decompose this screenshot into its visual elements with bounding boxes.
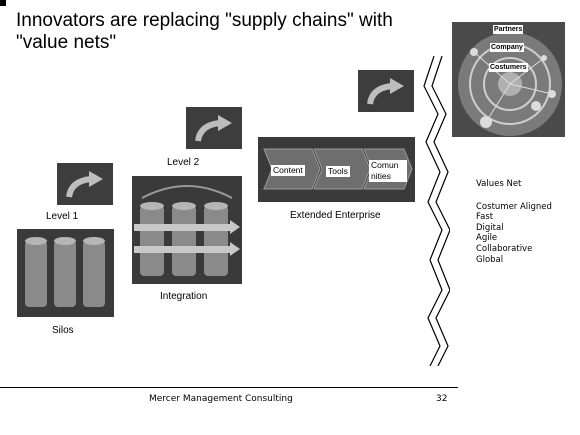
footer-company: Mercer Management Consulting [149, 394, 293, 404]
extended-enterprise-caption: Extended Enterprise [290, 210, 381, 221]
value-net-tile [452, 22, 565, 137]
level2-arrow-tile [186, 107, 242, 149]
values-net-item: Agile [476, 233, 498, 244]
footer-divider [0, 387, 458, 388]
values-net-item: Costumer Aligned [476, 201, 552, 212]
costumers-label: Costumers [489, 63, 528, 72]
silos-caption: Silos [52, 325, 74, 336]
chevron-communities-label: Comun nities [369, 160, 407, 182]
chevron-tools-label: Tools [326, 166, 350, 177]
partners-label: Partners [493, 25, 524, 34]
values-net-item: Collaborative [476, 243, 533, 254]
zigzag-divider [423, 56, 450, 366]
chevron-content-label: Content [271, 165, 305, 176]
values-net-item: Fast [476, 212, 494, 223]
curved-arrow-icon [195, 115, 232, 142]
integration-tile [132, 176, 242, 284]
values-net-list: Values Net Costumer Aligned Fast Digital… [476, 179, 552, 265]
curved-arrow-icon [66, 171, 103, 198]
company-label: Company [490, 43, 524, 52]
integration-cylinders-image [134, 185, 240, 276]
level3-arrow-tile [358, 70, 414, 112]
curved-arrow-icon [367, 78, 404, 105]
page-number: 32 [436, 394, 448, 404]
values-net-item: Global [476, 254, 504, 265]
level1-label: Level 1 [46, 211, 79, 222]
value-net-network-image [458, 32, 562, 136]
silos-cylinders-image [25, 237, 105, 307]
corner-mark [0, 0, 6, 6]
silos-tile [17, 229, 114, 317]
values-net-heading: Values Net [476, 179, 522, 189]
level1-arrow-tile [57, 163, 113, 205]
integration-caption: Integration [160, 291, 208, 302]
level2-label: Level 2 [167, 157, 200, 168]
page-title: Innovators are replacing "supply chains"… [16, 10, 393, 53]
values-net-item: Digital [476, 222, 504, 233]
